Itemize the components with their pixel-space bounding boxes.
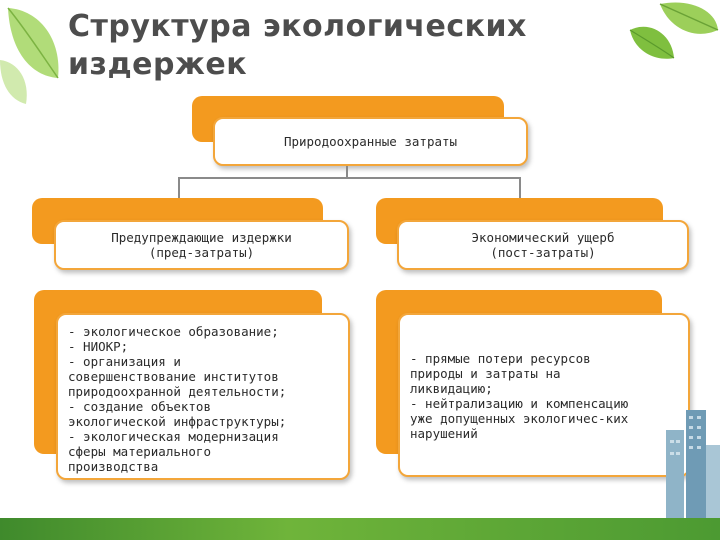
connector-horizontal: [178, 177, 521, 179]
connector-root-stem: [346, 166, 348, 178]
right-item: природы и затраты на: [410, 366, 561, 381]
leaf-decoration-right-icon: [629, 2, 719, 59]
right-item: нарушений: [410, 426, 478, 441]
connector-left-drop: [178, 177, 180, 199]
right-detail-node: - прямые потери ресурсов природы и затра…: [398, 313, 690, 477]
right-head-node: Экономический ущерб (пост-затраты): [397, 220, 689, 270]
city-skyline-decoration-icon: [666, 410, 720, 520]
left-item: - организация и: [68, 354, 181, 369]
right-item: - нейтрализацию и компенсацию: [410, 396, 629, 411]
left-item: - создание объектов: [68, 399, 211, 414]
left-item: сферы материального: [68, 444, 211, 459]
right-item: - прямые потери ресурсов: [410, 351, 591, 366]
left-item: - экологическая модернизация: [68, 429, 279, 444]
page-title: Структура экологических издержек: [68, 8, 628, 84]
left-item: совершенствование институтов: [68, 369, 279, 384]
left-item: - НИОКР;: [68, 339, 129, 354]
leaf-decoration-left-icon: [0, 7, 59, 104]
right-head-line-2: (пост-затраты): [490, 245, 596, 260]
right-head-line-1: Экономический ущерб: [471, 230, 615, 245]
left-item: экологической инфраструктуры;: [68, 414, 287, 429]
left-item: природоохранной деятельности;: [68, 384, 287, 399]
connector-right-drop: [519, 177, 521, 199]
left-head-node: Предупреждающие издержки (пред-затраты): [54, 220, 349, 270]
left-head-line-1: Предупреждающие издержки: [111, 230, 292, 245]
title-line-1: Структура экологических: [68, 9, 527, 44]
right-item: ликвидацию;: [410, 381, 493, 396]
left-item: производства: [68, 459, 159, 474]
left-item: - экологическое образование;: [68, 324, 279, 339]
bottom-green-bar: [0, 518, 720, 540]
root-node: Природоохранные затраты: [213, 117, 528, 166]
root-node-label: Природоохранные затраты: [283, 134, 458, 149]
title-line-2: издержек: [68, 47, 248, 82]
left-detail-node: - экологическое образование; - НИОКР; - …: [56, 313, 350, 480]
left-head-line-2: (пред-затраты): [148, 245, 255, 260]
right-item: уже допущенных экологичес-ких: [410, 411, 629, 426]
